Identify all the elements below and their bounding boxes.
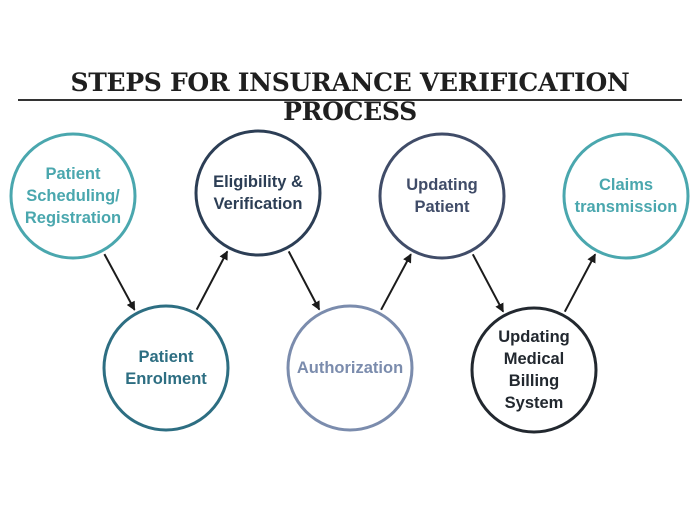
title-underline xyxy=(18,99,682,101)
arrow-2-to-3 xyxy=(195,250,229,311)
step-circle-7 xyxy=(562,132,690,260)
step-circle-5 xyxy=(378,132,506,260)
arrow-5-to-6 xyxy=(471,253,505,313)
step-circle-3 xyxy=(194,129,322,257)
step-label-6: Updating Medical Billing System xyxy=(498,328,570,412)
step-label-3: Eligibility & Verification xyxy=(213,173,303,213)
connectors xyxy=(103,250,597,313)
step-label-2: Patient Enrolment xyxy=(125,348,207,388)
step-label-4: Authorization xyxy=(296,359,404,377)
diagram-title: STEPS FOR INSURANCE VERIFICATION PROCESS xyxy=(70,68,630,126)
arrow-6-to-7 xyxy=(563,253,597,313)
step-label-7: Claims transmission xyxy=(574,176,678,216)
arrow-1-to-2 xyxy=(103,253,136,311)
step-circle-4 xyxy=(286,304,414,432)
step-label-5: Updating Patient xyxy=(406,176,478,216)
step-circle-1 xyxy=(9,132,137,260)
step-label-1: Patient Scheduling/ Registration xyxy=(24,165,122,227)
step-nodes xyxy=(9,129,690,434)
step-circle-6 xyxy=(470,306,598,434)
arrow-4-to-5 xyxy=(380,253,412,311)
arrow-3-to-4 xyxy=(287,250,321,311)
step-circle-2 xyxy=(102,304,230,432)
